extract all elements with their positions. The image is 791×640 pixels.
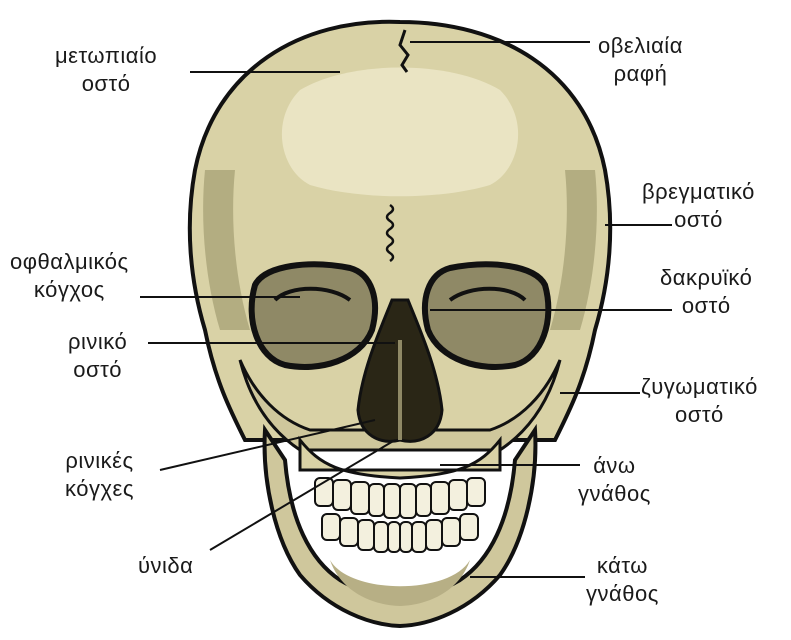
label-parietal-bone: βρεγματικό οστό <box>642 178 755 234</box>
frontal-highlight <box>282 68 518 197</box>
label-frontal-line2: οστό <box>55 70 157 98</box>
label-sagittal-suture: οβελιαία ραφή <box>598 32 683 88</box>
label-zygomatic-line1: ζυγωματικό <box>641 373 758 401</box>
label-orbit-line1: οφθαλμικός <box>10 248 129 276</box>
label-lacrimal-bone: δακρυϊκό οστό <box>660 264 752 320</box>
label-vomer: ύνιδα <box>138 552 193 580</box>
label-frontal-line1: μετωπιαίο <box>55 42 157 70</box>
label-mandible-line1: κάτω <box>586 552 659 580</box>
lower-teeth <box>322 514 478 552</box>
label-sagittal-line2: ραφή <box>598 60 683 88</box>
label-orbit-line2: κόγχος <box>10 276 129 304</box>
label-frontal-bone: μετωπιαίο οστό <box>55 42 157 98</box>
label-conchae-line1: ρινικές <box>65 447 134 475</box>
label-nasal-conchae: ρινικές κόγχες <box>65 447 134 503</box>
label-conchae-line2: κόγχες <box>65 475 134 503</box>
label-mandible-line2: γνάθος <box>586 580 659 608</box>
orbit-right <box>425 264 548 367</box>
label-lacrimal-line1: δακρυϊκό <box>660 264 752 292</box>
label-nasal-line2: οστό <box>68 356 127 384</box>
label-maxilla: άνω γνάθος <box>578 452 651 508</box>
label-lacrimal-line2: οστό <box>660 292 752 320</box>
label-parietal-line1: βρεγματικό <box>642 178 755 206</box>
upper-teeth <box>315 478 485 518</box>
label-sagittal-line1: οβελιαία <box>598 32 683 60</box>
orbit-left <box>252 264 375 367</box>
label-parietal-line2: οστό <box>642 206 755 234</box>
label-zygomatic-line2: οστό <box>641 401 758 429</box>
label-maxilla-line1: άνω <box>578 452 651 480</box>
label-zygomatic-bone: ζυγωματικό οστό <box>641 373 758 429</box>
label-nasal-bone: ρινικό οστό <box>68 328 127 384</box>
label-maxilla-line2: γνάθος <box>578 480 651 508</box>
label-vomer-line1: ύνιδα <box>138 552 193 580</box>
label-mandible: κάτω γνάθος <box>586 552 659 608</box>
label-nasal-line1: ρινικό <box>68 328 127 356</box>
label-orbit: οφθαλμικός κόγχος <box>10 248 129 304</box>
